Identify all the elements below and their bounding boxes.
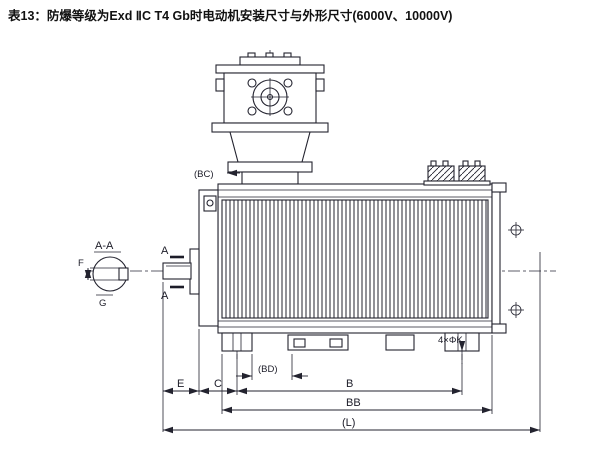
dim-label-b: B (346, 378, 353, 390)
dim-label-e: E (177, 378, 184, 390)
dim-label-l: (L) (342, 417, 355, 429)
section-view-label: A-A (95, 240, 114, 252)
section-dim-label-g: G (99, 298, 106, 309)
dim-row-3: (L) (163, 417, 540, 434)
motor-body (217, 183, 493, 334)
page-title: 表13：防爆等级为Exd ⅡC T4 Gb时电动机安装尺寸与外形尺寸(6000V… (7, 8, 452, 23)
cooling-fins (221, 199, 489, 319)
mounting-hole-mark-top (508, 222, 524, 238)
dim-foot-holes: 4×ΦK (438, 335, 466, 351)
dim-label-c: C (214, 378, 222, 390)
dim-bd: (BD) (236, 364, 308, 380)
dim-row-1: E C B (163, 378, 462, 395)
mounting-feet (221, 332, 480, 352)
section-dim-label-f: F (78, 258, 84, 269)
section-cut-label-bottom: A (161, 290, 169, 302)
dim-row-2: BB (222, 397, 492, 414)
section-cut-marks: A A (161, 245, 184, 302)
dim-label-bd: (BD) (258, 364, 278, 375)
dim-label-foot-holes: 4×ΦK (438, 335, 463, 346)
shaft (162, 262, 192, 280)
dim-label-bb: BB (346, 397, 361, 409)
bottom-fittings (287, 334, 415, 351)
dim-bc: (BC) (194, 169, 240, 180)
drive-end-bracket (189, 189, 219, 327)
mounting-hole-mark-bottom (508, 302, 524, 318)
dim-label-bc: (BC) (194, 169, 214, 180)
terminal-box (211, 52, 329, 185)
auxiliary-junction-boxes (423, 160, 491, 186)
non-drive-end (491, 182, 524, 334)
section-cut-label-top: A (161, 245, 169, 257)
section-view-aa: A-A F G (78, 240, 129, 309)
